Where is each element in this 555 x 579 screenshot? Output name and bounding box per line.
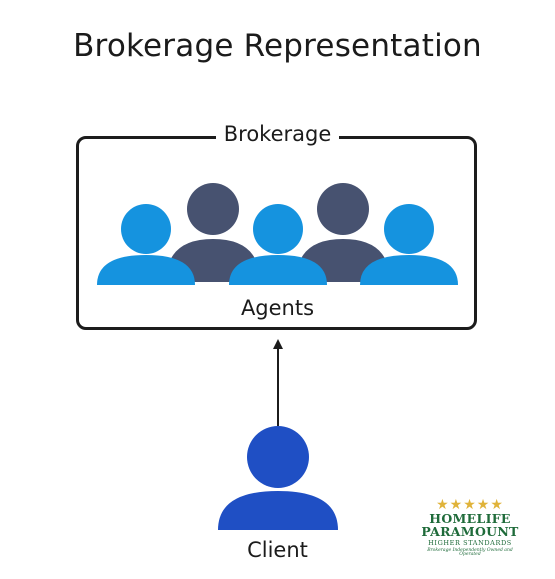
client-icon (218, 426, 338, 530)
agent-icon-front-center (229, 204, 327, 285)
logo-line-1: HOMELIFE (429, 511, 511, 526)
logo-stars-icon: ★★★★★ (436, 497, 504, 513)
client-label: Client (247, 538, 308, 562)
logo-line-2: PARAMOUNT (421, 523, 519, 539)
agents-label: Agents (240, 296, 315, 320)
homelife-logo: ★★★★★ HOMELIFE PARAMOUNT HIGHER STANDARD… (421, 497, 519, 557)
logo-line-4: Brokerage Independently Owned and Operat… (427, 547, 513, 557)
logo-line-3: HIGHER STANDARDS (428, 539, 512, 547)
agent-icon-front-right (360, 204, 458, 285)
diagram-title: Brokerage Representation (73, 28, 482, 64)
agent-icon-front-left (97, 204, 195, 285)
